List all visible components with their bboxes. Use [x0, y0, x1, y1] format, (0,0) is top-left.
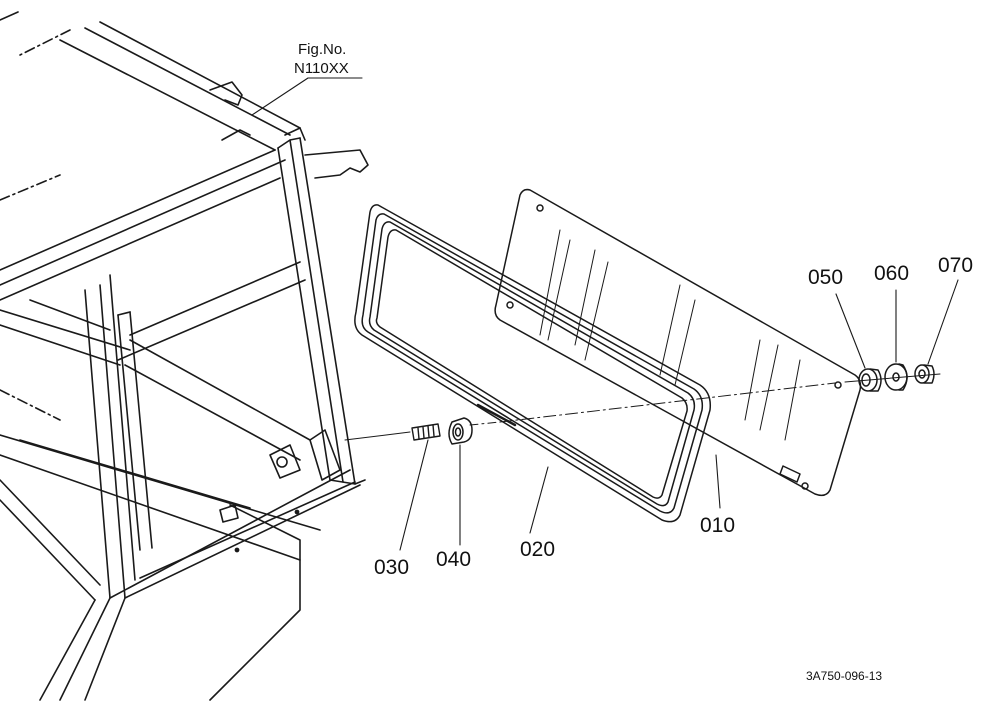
callout-030: 030 — [374, 556, 409, 579]
callout-070: 070 — [938, 254, 973, 277]
cab-frame — [0, 11, 369, 701]
window-gasket — [354, 204, 712, 523]
callout-010: 010 — [700, 514, 735, 537]
callout-020: 020 — [520, 538, 555, 561]
callout-050: 050 — [808, 266, 843, 289]
figure-label: Fig.No. — [298, 41, 346, 58]
callout-060: 060 — [874, 262, 909, 285]
leader-lines — [251, 77, 959, 551]
bolt-030 — [411, 423, 441, 441]
washer-060 — [884, 363, 908, 391]
part-callouts: 050 060 070 030 040 020 010 — [374, 254, 973, 579]
figure-reference: Fig.No. N110XX — [294, 41, 349, 77]
drawing-code: 3A750-096-13 — [806, 669, 882, 683]
window-glass — [494, 188, 862, 497]
washer-050 — [858, 368, 882, 392]
spacer-040 — [448, 417, 473, 445]
callout-040: 040 — [436, 548, 471, 571]
figure-number: N110XX — [294, 60, 349, 77]
nut-070 — [914, 364, 935, 384]
assembly-centerline — [344, 373, 941, 441]
